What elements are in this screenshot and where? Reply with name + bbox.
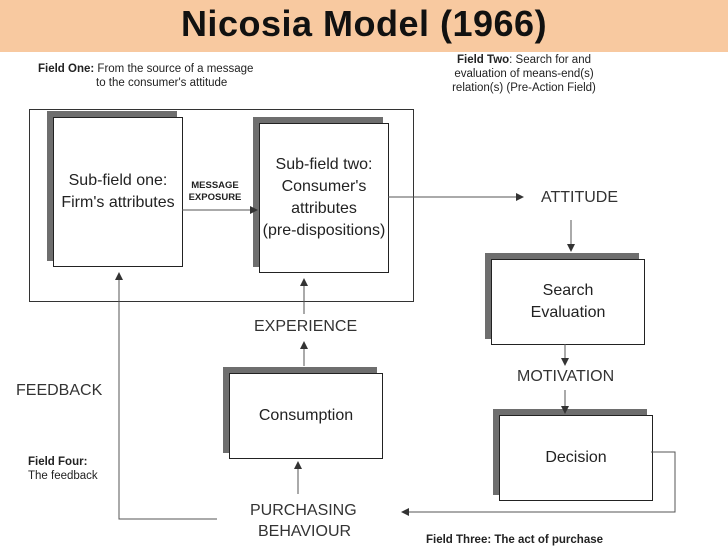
subfield-two-line4: (pre-dispositions) (262, 222, 386, 239)
field-four-text: The feedback (28, 470, 98, 482)
motivation-label: MOTIVATION (517, 368, 615, 385)
arrow-feedback-loop (115, 272, 217, 520)
search-evaluation-line2: Evaluation (530, 304, 606, 321)
decision-label: Decision (545, 449, 607, 466)
subfield-one-line2: Firm's attributes (61, 194, 175, 211)
message-label: MESSAGE (191, 180, 239, 191)
subfield-two-line1: Sub-field two: (275, 156, 373, 173)
feedback-label: FEEDBACK (16, 382, 103, 399)
search-evaluation-line1: Search (542, 282, 594, 299)
subfield-one-line1: Sub-field one: (68, 172, 168, 189)
field-two-label: Field Two (457, 54, 510, 66)
field-one-text-2: to the consumer's attitude (96, 77, 228, 89)
experience-label: EXPERIENCE (254, 318, 358, 335)
subfield-two-box: Sub-field two: Consumer's attributes (pr… (259, 123, 389, 273)
subfield-two-line3: attributes (291, 200, 357, 217)
purchasing-label: PURCHASING (250, 502, 357, 519)
purchasing-behaviour-label: PURCHASING BEHAVIOUR (250, 500, 357, 542)
field-one-label: Field One: (38, 63, 95, 75)
field-four-label: Field Four: (28, 456, 88, 468)
footer-cut-text (0, 538, 300, 546)
arrow-decision-to-purchase (401, 451, 676, 516)
field-one-note: Field One: From the source of a message … (38, 62, 298, 90)
consumption-label: Consumption (258, 407, 354, 424)
consumption-box: Consumption (229, 373, 383, 459)
attitude-label: ATTITUDE (541, 189, 619, 206)
field-two-text-3: relation(s) (Pre-Action Field) (452, 82, 596, 94)
field-one-text-1: From the source of a message (94, 63, 254, 75)
field-three-note: Field Three: The act of purchase (426, 534, 604, 546)
page-title: Nicosia Model (1966) (180, 3, 548, 44)
subfield-one-box: Sub-field one: Firm's attributes (53, 117, 183, 267)
field-two-note: Field Two: Search for and evaluation of … (424, 53, 624, 95)
field-four-note: Field Four: The feedback (28, 455, 138, 483)
search-evaluation-box: Search Evaluation (491, 259, 645, 345)
subfield-two-line2: Consumer's (281, 178, 367, 195)
field-one-frame (29, 109, 414, 302)
decision-box: Decision (499, 415, 653, 501)
exposure-label: EXPOSURE (188, 192, 242, 203)
title-bar: Nicosia Model (1966) (0, 0, 728, 52)
field-two-text-2: evaluation of means-end(s) (454, 68, 594, 80)
message-exposure-label: MESSAGE EXPOSURE (184, 180, 246, 204)
field-two-text-1: : Search for and (509, 54, 591, 66)
behaviour-label: BEHAVIOUR (258, 523, 352, 540)
